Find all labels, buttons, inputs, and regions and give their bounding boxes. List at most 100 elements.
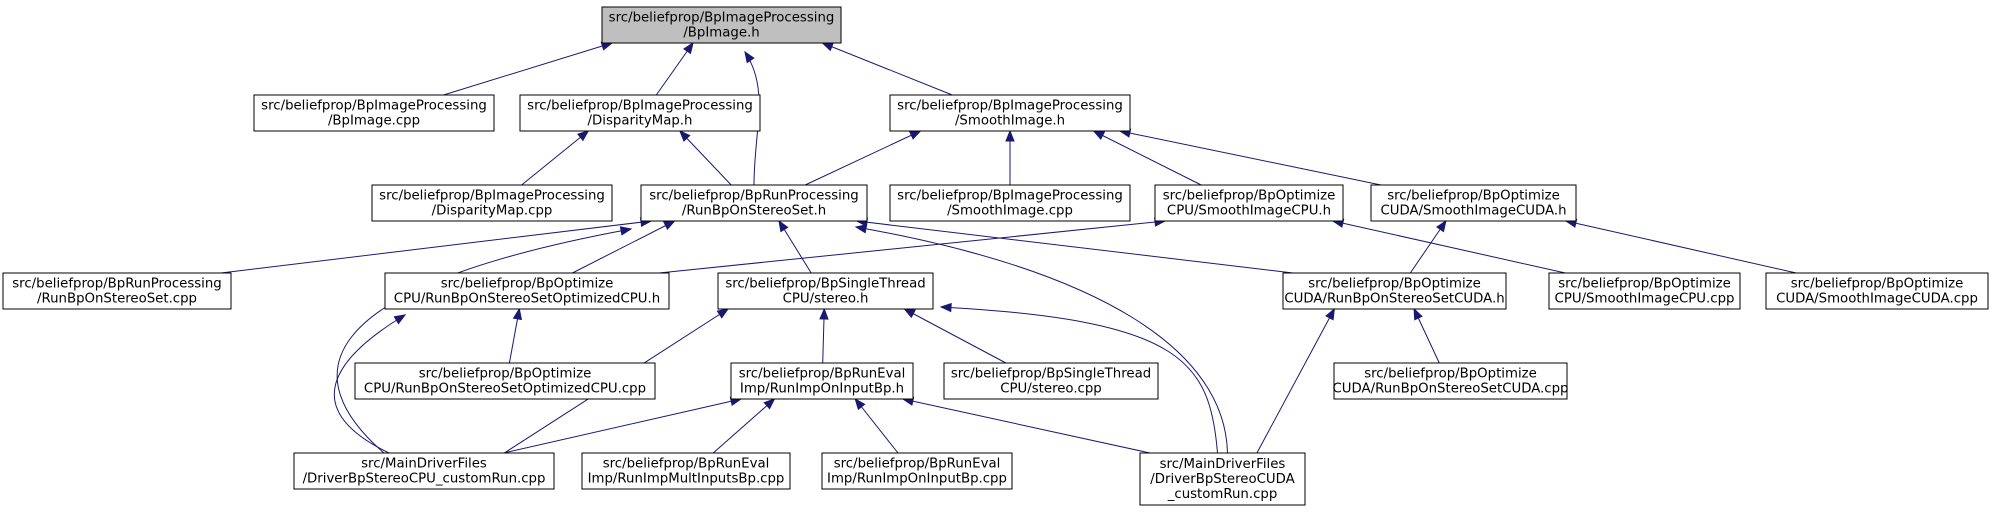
node-label-line: /DriverBpStereoCPU_customRun.cpp <box>303 472 546 487</box>
node-box <box>354 362 656 400</box>
file-node: src/MainDriverFiles/DriverBpStereoCUDA_c… <box>1139 452 1306 506</box>
dependency-edge <box>521 130 589 186</box>
node-label-line: CPU/stereo.cpp <box>1000 382 1102 397</box>
node-label-line: src/beliefprop/BpOptimize <box>419 367 592 382</box>
file-node: src/beliefprop/BpImageProcessing/Dispari… <box>371 184 613 222</box>
node-label-line: _customRun.cpp <box>1167 487 1278 502</box>
node-box <box>943 362 1159 400</box>
edge-arrowhead <box>744 50 755 64</box>
node-label-line: src/beliefprop/BpOptimize <box>1387 189 1560 204</box>
edge-arrowhead <box>939 302 952 313</box>
dependency-edge <box>1565 220 1797 274</box>
node-label-line: /DriverBpStereoCUDA <box>1150 472 1294 487</box>
node-label-line: /DisparityMap.h <box>588 114 693 129</box>
dependency-edge <box>904 308 1007 364</box>
edge-arrowhead <box>908 130 922 140</box>
file-node: src/beliefprop/BpOptimizeCPU/RunBpOnSter… <box>384 272 670 310</box>
file-node: src/beliefprop/BpRunEvalImp/RunImpMultIn… <box>581 452 791 490</box>
node-label-line: CUDA/SmoothImageCUDA.cpp <box>1776 292 1978 307</box>
dependency-edge <box>902 398 1151 454</box>
node-label-line: src/beliefprop/BpRunEval <box>603 457 770 472</box>
dependency-edge <box>333 314 406 454</box>
node-label-line: CPU/RunBpOnStereoSetOptimizedCPU.cpp <box>364 382 646 397</box>
node-label-line: src/MainDriverFiles <box>361 457 487 472</box>
node-label-line: /BpImage.cpp <box>328 114 420 129</box>
file-node: src/beliefprop/BpOptimizeCUDA/SmoothImag… <box>1765 272 1989 310</box>
edge-arrowhead <box>763 398 776 410</box>
file-node: src/beliefprop/BpOptimizeCPU/SmoothImage… <box>1548 272 1741 310</box>
dependency-edge <box>336 228 632 454</box>
node-box <box>1333 362 1568 400</box>
node-label-line: src/beliefprop/BpOptimize <box>1558 277 1731 292</box>
file-node: src/beliefprop/BpRunEvalImp/RunImpOnInpu… <box>821 452 1013 490</box>
edge-arrowhead <box>1436 219 1447 233</box>
node-label-line: src/beliefprop/BpOptimize <box>1163 189 1336 204</box>
node-label-line: src/beliefprop/BpImageProcessing <box>609 11 835 26</box>
node-box <box>384 272 670 310</box>
node-label-line: Imp/RunImpOnInputBp.h <box>740 382 904 397</box>
dependency-edge <box>1332 220 1566 274</box>
node-label-line: CUDA/RunBpOnStereoSetCUDA.cpp <box>1332 382 1568 397</box>
dependency-edge <box>572 220 675 274</box>
node-box <box>1139 452 1306 506</box>
node-label-line: /SmoothImage.h <box>955 114 1065 129</box>
file-node: src/beliefprop/BpOptimizeCPU/SmoothImage… <box>1154 184 1344 222</box>
file-node: src/beliefprop/BpRunProcessing/RunBpOnSt… <box>2 272 232 310</box>
dependency-edge <box>1119 130 1382 186</box>
edge-arrowhead <box>1325 307 1335 321</box>
node-label-line: src/beliefprop/BpImageProcessing <box>527 99 753 114</box>
node-label-line: src/beliefprop/BpImageProcessing <box>261 99 487 114</box>
edge-arrowhead <box>854 397 866 411</box>
edge-arrowhead <box>1005 129 1015 142</box>
node-box <box>1282 272 1507 310</box>
dependency-edge <box>856 220 1294 274</box>
file-node: src/beliefprop/BpRunProcessing/RunBpOnSt… <box>640 184 868 222</box>
file-node: src/beliefprop/BpSingleThreadCPU/stereo.… <box>943 362 1159 400</box>
edge-arrowhead <box>1092 130 1106 140</box>
node-label-line: src/beliefprop/BpRunEval <box>739 367 906 382</box>
node-box <box>1370 184 1577 222</box>
dependency-edge <box>1256 308 1335 454</box>
edge-arrowhead <box>1413 307 1423 321</box>
node-box <box>730 362 914 400</box>
node-label-line: CUDA/SmoothImageCUDA.h <box>1380 204 1566 219</box>
edge-arrowhead <box>819 307 829 320</box>
node-box <box>717 272 934 310</box>
edge-arrowhead <box>619 226 633 236</box>
node-label-line: CPU/stereo.h <box>783 292 869 307</box>
edge-arrowhead <box>663 220 676 230</box>
dependency-edge <box>503 398 742 454</box>
node-label-line: src/beliefprop/BpRunProcessing <box>649 189 859 204</box>
node-label-line: CUDA/RunBpOnStereoSetCUDA.h <box>1284 292 1504 307</box>
file-node: src/beliefprop/BpOptimizeCUDA/RunBpOnSte… <box>1282 272 1507 310</box>
node-label-line: src/beliefprop/BpOptimize <box>1364 367 1537 382</box>
node-label-line: src/beliefprop/BpSingleThread <box>951 367 1151 382</box>
edge-arrowhead <box>821 42 834 52</box>
dependency-edge <box>443 42 613 96</box>
node-label-line: src/beliefprop/BpImageProcessing <box>897 189 1123 204</box>
dependency-edge <box>655 42 694 96</box>
edge-arrowhead <box>778 219 789 233</box>
node-label-line: src/beliefprop/BpImageProcessing <box>379 189 605 204</box>
edge-arrowhead <box>683 41 694 55</box>
dependency-edge <box>804 130 921 186</box>
node-box <box>1548 272 1741 310</box>
node-layer: src/beliefprop/BpImageProcessing/BpImage… <box>2 6 1989 506</box>
dependency-edge <box>679 130 732 186</box>
edge-arrowhead <box>512 307 523 321</box>
node-box <box>889 94 1131 132</box>
node-label-line: /DisparityMap.cpp <box>432 204 553 219</box>
node-box <box>2 272 232 310</box>
node-label-line: src/MainDriverFiles <box>1160 457 1286 472</box>
file-node: src/beliefprop/BpRunEvalImp/RunImpOnInpu… <box>730 362 914 400</box>
dependency-edge <box>940 306 1218 454</box>
node-label-line: src/beliefprop/BpOptimize <box>1791 277 1964 292</box>
node-box <box>371 184 613 222</box>
node-label-line: CPU/RunBpOnStereoSetOptimizedCPU.h <box>394 292 660 307</box>
edge-arrowhead <box>678 130 691 142</box>
node-box <box>581 452 791 490</box>
node-label-line: src/beliefprop/BpImageProcessing <box>897 99 1123 114</box>
node-box <box>519 94 761 132</box>
edge-arrowhead <box>716 308 730 319</box>
node-label-line: src/beliefprop/BpRunEval <box>834 457 1001 472</box>
